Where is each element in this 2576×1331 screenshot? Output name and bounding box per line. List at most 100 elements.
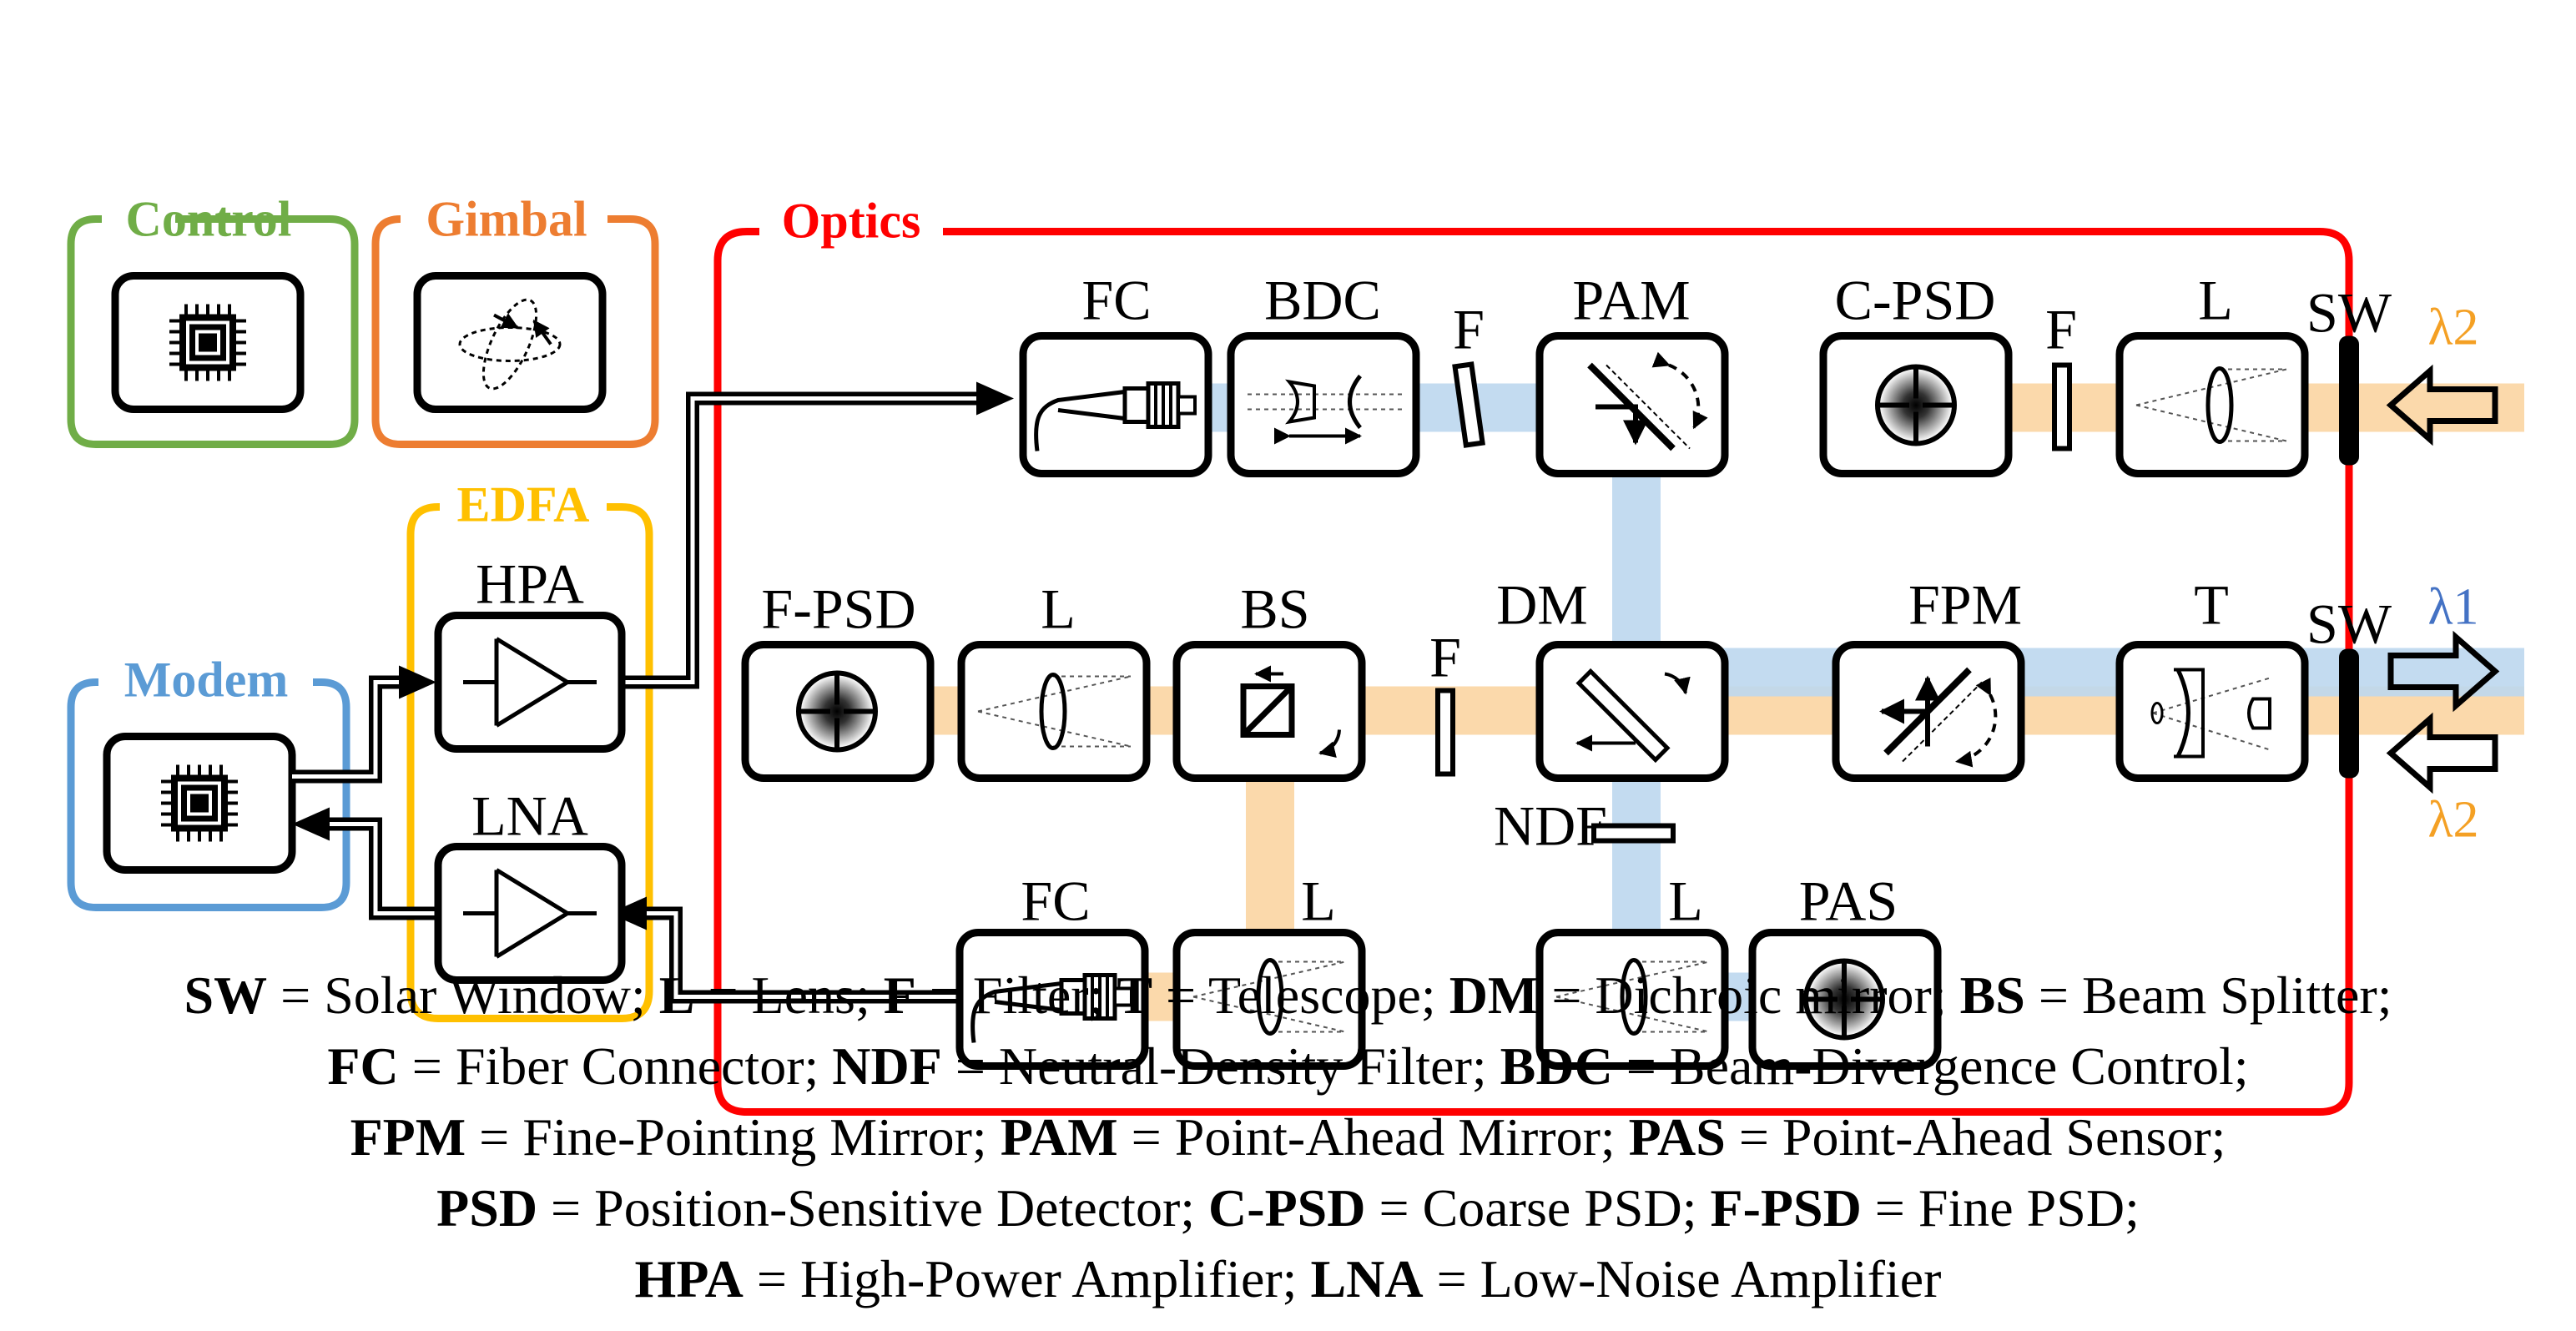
solar-window-mid: SW (2306, 592, 2392, 779)
legend-line: SW = Solar Window; L = Lens; F = Filter;… (0, 960, 2576, 1031)
quadrant-detector-icon (1878, 367, 1954, 444)
optics-group: Optics (713, 194, 2353, 1116)
modem-label: Modem (124, 653, 289, 708)
legend-desc: = Point-Ahead Sensor; (1725, 1107, 2226, 1167)
legend-desc: = Low-Noise Amplifier (1423, 1249, 1942, 1308)
hollow-arrow-icon (2387, 630, 2500, 713)
beam-lambda1-mid (1636, 648, 2524, 697)
lens-icon (977, 673, 1132, 750)
ndf-label: NDF (1494, 794, 1607, 858)
lambda1-output: λ1 (2387, 579, 2500, 713)
legend-desc: = Fine-Pointing Mirror; (466, 1107, 1001, 1167)
modem-group: Modem (67, 653, 350, 911)
legend-desc: = Neutral-Density Filter; (941, 1036, 1500, 1096)
legend-line: HPA = High-Power Amplifier; LNA = Low-No… (0, 1243, 2576, 1314)
legend-abbr: PAM (1000, 1107, 1118, 1167)
control-label: Control (126, 192, 292, 247)
lens-bottom-right-component: L (1535, 870, 1729, 1070)
lens-icon (1555, 958, 1710, 1036)
lens-bottom-left-label: L (1301, 870, 1336, 933)
lambda2-mid-label: λ2 (2427, 792, 2478, 849)
lens-bottom-left-component: L (1172, 870, 1366, 1070)
pas-component: PAS (1748, 870, 1942, 1070)
gimbal-group: Gimbal (371, 192, 659, 448)
legend-abbr: FC (327, 1036, 399, 1096)
wires (292, 381, 1014, 1004)
legend-abbr: DM (1449, 965, 1539, 1025)
bdc-component: BDC (1227, 269, 1420, 477)
legend-desc: = Filter; (915, 965, 1117, 1025)
mirror-icon (1879, 667, 1998, 768)
legend-desc: = Telescope; (1152, 965, 1449, 1025)
filter-mid-component: F (1429, 626, 1461, 777)
legend-abbr: C-PSD (1208, 1178, 1366, 1238)
legend-line: PSD = Position-Sensitive Detector; C-PSD… (0, 1172, 2576, 1243)
legend-line: FC = Fiber Connector; NDF = Neutral-Dens… (0, 1031, 2576, 1102)
lens-mid-component: L (957, 577, 1151, 782)
dm-label: DM (1496, 573, 1588, 637)
gimbal-block (413, 272, 607, 413)
pas-label: PAS (1799, 870, 1898, 933)
lna-label: LNA (471, 784, 588, 848)
filter-right-label: F (2045, 298, 2077, 361)
beam-splitter-icon (1240, 665, 1341, 759)
chip-icon (159, 763, 239, 844)
telescope-label: T (2194, 573, 2229, 637)
abbreviation-legend: SW = Solar Window; L = Lens; F = Filter;… (0, 960, 2576, 1314)
legend-desc: = Fine PSD; (1861, 1178, 2140, 1238)
legend-abbr: FPM (350, 1107, 466, 1167)
lens-top-label: L (2198, 269, 2233, 332)
legend-desc: = Point-Ahead Mirror; (1117, 1107, 1629, 1167)
bs-label: BS (1240, 577, 1309, 641)
fc-top-label: FC (1081, 269, 1151, 332)
chip-icon (168, 302, 248, 383)
sw-top-label: SW (2306, 281, 2392, 345)
pam-label: PAM (1572, 269, 1690, 332)
optics-label: Optics (782, 194, 921, 249)
lens-bottom-right-label: L (1668, 870, 1703, 933)
lambda2-input-mid: λ2 (2386, 712, 2498, 849)
solar-window-top: SW (2306, 281, 2392, 466)
dichroic-mirror-icon (1575, 668, 1691, 764)
telescope-icon (2150, 668, 2271, 759)
legend-abbr: SW (184, 965, 268, 1025)
legend-desc: = High-Power Amplifier; (743, 1249, 1311, 1308)
legend-abbr: BS (1959, 965, 2025, 1025)
legend-desc: = Coarse PSD; (1365, 1178, 1711, 1238)
fc-top-component: FC (1019, 269, 1212, 477)
lambda2-top-label: λ2 (2427, 300, 2478, 356)
lens-icon (1192, 958, 1346, 1036)
cpsd-label: C-PSD (1835, 269, 1996, 332)
gimbal-label: Gimbal (426, 192, 587, 247)
legend-desc: = Beam-Divergence Control; (1612, 1036, 2249, 1096)
legend-desc: = Lens; (694, 965, 884, 1025)
filter-top-label: F (1453, 298, 1485, 361)
legend-desc: = Position-Sensitive Detector; (537, 1178, 1209, 1238)
cpsd-component: C-PSD (1819, 269, 2013, 477)
legend-abbr: L (658, 965, 695, 1025)
legend-desc: = Beam Splitter; (2024, 965, 2392, 1025)
filter-top-component: F (1452, 298, 1485, 448)
legend-desc: = Dichroic mirror; (1538, 965, 1960, 1025)
legend-abbr: NDF (832, 1036, 942, 1096)
lens-top-component: L (2115, 269, 2309, 477)
bdc-label: BDC (1264, 269, 1381, 332)
legend-abbr: F (883, 965, 916, 1025)
legend-abbr: BDC (1500, 1036, 1613, 1096)
lambda2-input-top: λ2 (2386, 300, 2498, 446)
quadrant-detector-icon (799, 673, 875, 750)
hollow-arrow-icon (2386, 712, 2498, 794)
mirror-icon (1587, 351, 1708, 451)
sw-mid-label: SW (2306, 592, 2392, 656)
hpa-label: HPA (476, 552, 584, 616)
fc-bottom-component: FC (955, 870, 1149, 1070)
fpsd-label: F-PSD (761, 577, 915, 641)
legend-abbr: PAS (1628, 1107, 1726, 1167)
filter-right-component: F (2045, 298, 2077, 451)
lens-mid-label: L (1041, 577, 1076, 641)
legend-desc: = Fiber Connector; (398, 1036, 833, 1096)
legend-line: FPM = Fine-Pointing Mirror; PAM = Point-… (0, 1102, 2576, 1172)
pam-component: PAM (1535, 269, 1729, 477)
legend-abbr: HPA (634, 1249, 744, 1308)
